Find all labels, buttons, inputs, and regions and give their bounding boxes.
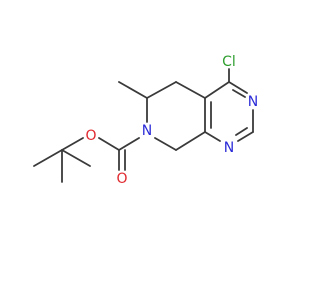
bond-n7-carbonyl — [118, 137, 140, 151]
bond-c4a-c4 — [204, 81, 230, 99]
ring-n7-label: N — [142, 123, 152, 139]
bond-carbonyl-ester-o — [98, 137, 120, 151]
bond-c8-c8a — [175, 131, 206, 151]
ester-oxygen-label: O — [85, 128, 96, 144]
bond-c5-c6 — [146, 81, 177, 99]
bond-c4a-c5 — [175, 81, 206, 99]
bond-c4-n3-second — [232, 89, 246, 98]
bond-c6-methyl — [118, 81, 148, 99]
bond-tbu-methyl-right — [61, 149, 91, 167]
pyrimidine-n3-label: N — [248, 94, 258, 110]
chlorine-atom-label: Cl — [222, 54, 236, 70]
bond-ester-o-tbu — [61, 137, 84, 151]
molecule-canvas: Cl N N N O O — [33, 54, 258, 187]
pyrimidine-n1-label: N — [224, 140, 234, 156]
carbonyl-oxygen-label: O — [116, 171, 127, 187]
bond-group — [33, 68, 254, 183]
bond-n7-c8 — [154, 137, 177, 151]
bond-c2-n1-second — [235, 127, 248, 136]
bond-c4-n3 — [228, 81, 248, 94]
bond-n1-c8a — [204, 131, 221, 142]
bond-tbu-methyl-left — [33, 149, 63, 167]
structure-diagram: Cl N N N O O — [33, 54, 258, 187]
bond-c2-n1 — [237, 131, 254, 142]
